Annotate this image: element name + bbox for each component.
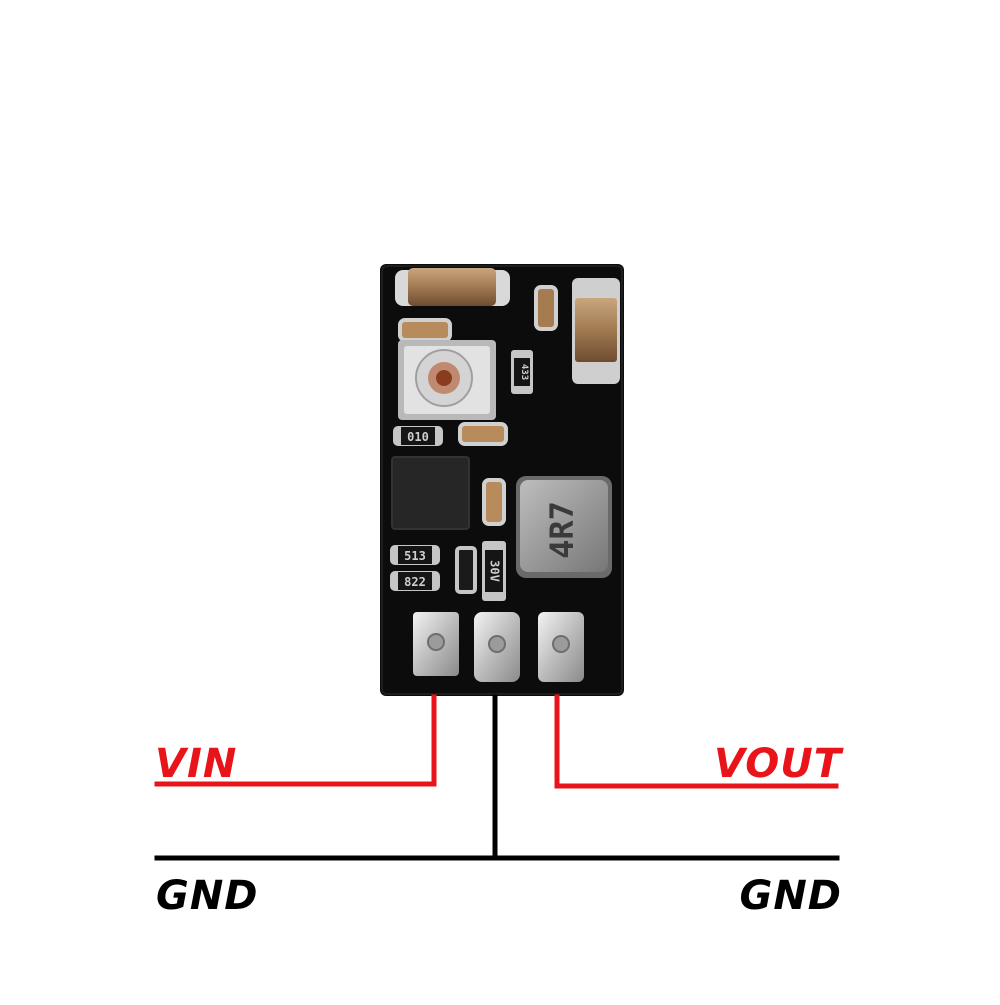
capacitor-small-vertical (482, 478, 506, 526)
inductor-marking: 4R7 (543, 501, 581, 559)
gnd-label-left: GND (156, 873, 259, 919)
solder-pad-gnd (474, 612, 520, 682)
wiring (154, 694, 840, 861)
capacitor-small-mid-right (458, 422, 508, 446)
pcb-edge-highlight (381, 265, 623, 695)
capacitor-small-top (534, 285, 558, 331)
capacitor-top-left (395, 268, 510, 306)
resistor-513-marking: 513 (404, 549, 426, 563)
vin-label: VIN (155, 741, 238, 787)
ic-chip (391, 456, 470, 530)
inductor-4r7: 4R7 (516, 476, 612, 578)
resistor-822-marking: 822 (404, 575, 426, 589)
diode-marking: 30V (488, 560, 502, 582)
resistor-433: 433 (511, 350, 533, 394)
capacitor-small-mid (398, 318, 452, 342)
solder-pad-vout (538, 612, 584, 682)
solder-pad-vin (413, 612, 459, 676)
resistor-513: 513 (390, 545, 440, 565)
resistor-822: 822 (390, 571, 440, 591)
vout-wire (554, 694, 839, 789)
resistor-010: 010 (393, 426, 443, 446)
pcb-module: 433 010 4R7 (380, 264, 624, 696)
vin-wire (154, 694, 437, 787)
small-component-vertical (455, 546, 477, 594)
resistor-433-marking: 433 (519, 364, 529, 380)
gnd-label-right: GND (739, 873, 842, 919)
resistor-010-marking: 010 (407, 430, 429, 444)
trimmer-potentiometer (398, 340, 496, 420)
vout-label: VOUT (713, 741, 842, 787)
capacitor-top-right (572, 278, 620, 384)
diode-30v: 30V (482, 541, 506, 601)
